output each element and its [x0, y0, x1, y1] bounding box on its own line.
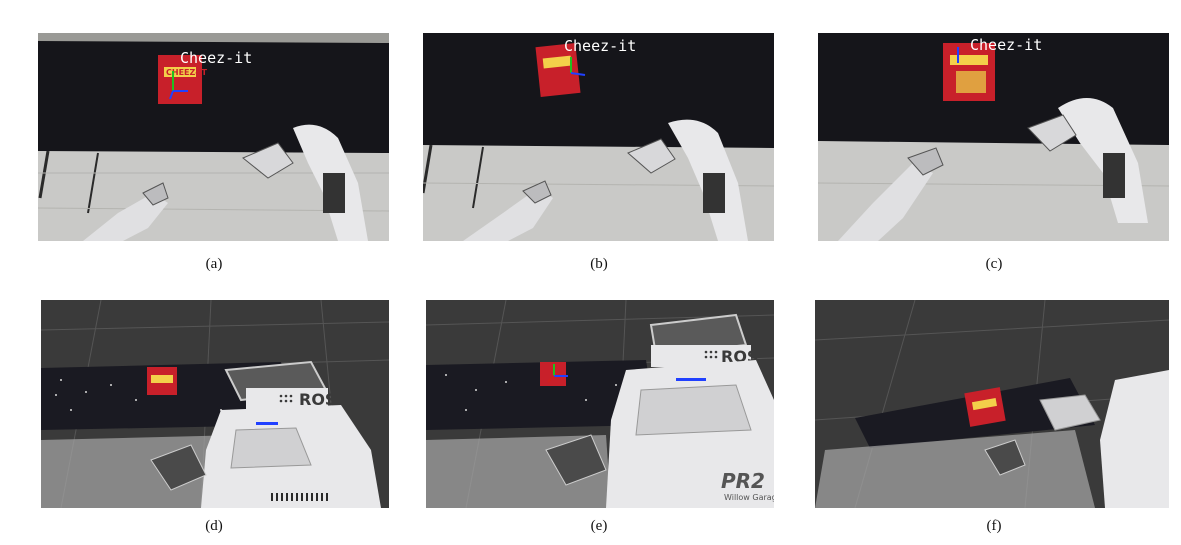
robot-left-arm: [83, 193, 168, 241]
rviz-panel-d: ROS: [41, 300, 389, 508]
rviz-panel-e: ROS PR2 Willow Garage: [426, 300, 774, 508]
pr2-label: PR2: [721, 469, 765, 493]
caption-f: (f): [986, 518, 1002, 534]
ros-head-plate: [651, 345, 751, 367]
caption-a: (a): [205, 256, 223, 272]
photo-panel-c: Cheez-it: [818, 33, 1169, 241]
point-cloud-table: [426, 360, 656, 430]
photo-panel-a: CHEEZ-IT Cheez-it: [38, 33, 389, 241]
robot-left-arm: [838, 163, 933, 241]
pr2-sublabel: Willow Garage: [724, 493, 774, 502]
tablecloth: [423, 33, 774, 148]
caption-b: (b): [590, 256, 608, 272]
robot-left-arm: [463, 188, 553, 241]
rviz-panel-f: [815, 300, 1169, 508]
svg-text:CHEEZ-IT: CHEEZ-IT: [166, 68, 207, 77]
object-label: Cheez-it: [180, 49, 252, 67]
tablecloth: [38, 41, 389, 153]
pr2-robot-body: [1100, 370, 1169, 508]
caption-d: (d): [205, 518, 223, 534]
caption-e: (e): [590, 518, 608, 534]
ros-head-plate: [246, 388, 328, 410]
cheezit-box: [158, 55, 202, 104]
object-label: Cheez-it: [970, 36, 1042, 54]
photo-panel-b: Cheez-it: [423, 33, 774, 241]
caption-c: (c): [985, 256, 1003, 272]
object-label: Cheez-it: [564, 37, 636, 55]
ros-label: ROS: [299, 390, 336, 409]
